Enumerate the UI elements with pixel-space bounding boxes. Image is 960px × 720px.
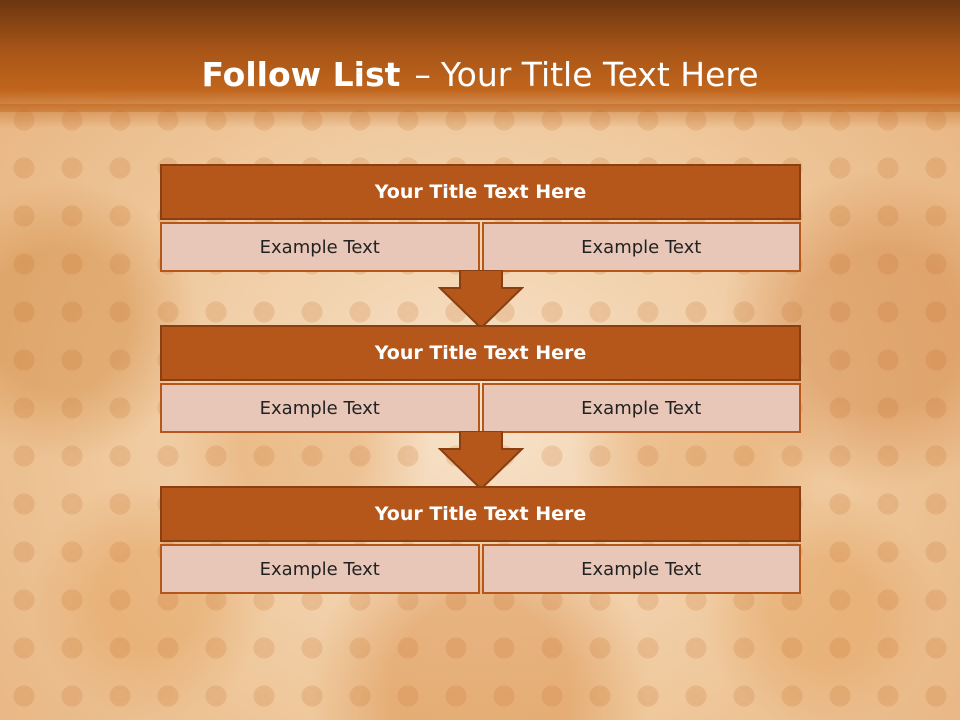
list-block-2: Your Title Text Here Example Text Exampl…	[160, 325, 801, 433]
list-block-3: Your Title Text Here Example Text Exampl…	[160, 486, 801, 594]
block-3-right-cell: Example Text	[481, 544, 801, 594]
block-1-left-cell: Example Text	[160, 222, 480, 272]
list-block-1: Your Title Text Here Example Text Exampl…	[160, 164, 801, 272]
block-2-title: Your Title Text Here	[160, 325, 801, 381]
block-2-row: Example Text Example Text	[160, 383, 801, 433]
slide-title: Follow List–Your Title Text Here	[0, 52, 960, 98]
block-2-left-cell: Example Text	[160, 383, 480, 433]
block-3-left-cell: Example Text	[160, 544, 480, 594]
down-arrow-icon-1	[438, 270, 524, 330]
slide-title-rest: Your Title Text Here	[440, 55, 759, 94]
slide-title-bold: Follow List	[201, 55, 401, 94]
down-arrow-icon-2	[438, 431, 524, 491]
title-band-fade	[0, 104, 960, 128]
title-band	[0, 0, 960, 112]
slide-title-dash: –	[414, 55, 431, 94]
block-1-row: Example Text Example Text	[160, 222, 801, 272]
block-2-right-cell: Example Text	[481, 383, 801, 433]
block-1-title: Your Title Text Here	[160, 164, 801, 220]
block-3-title: Your Title Text Here	[160, 486, 801, 542]
block-1-right-cell: Example Text	[481, 222, 801, 272]
block-3-row: Example Text Example Text	[160, 544, 801, 594]
